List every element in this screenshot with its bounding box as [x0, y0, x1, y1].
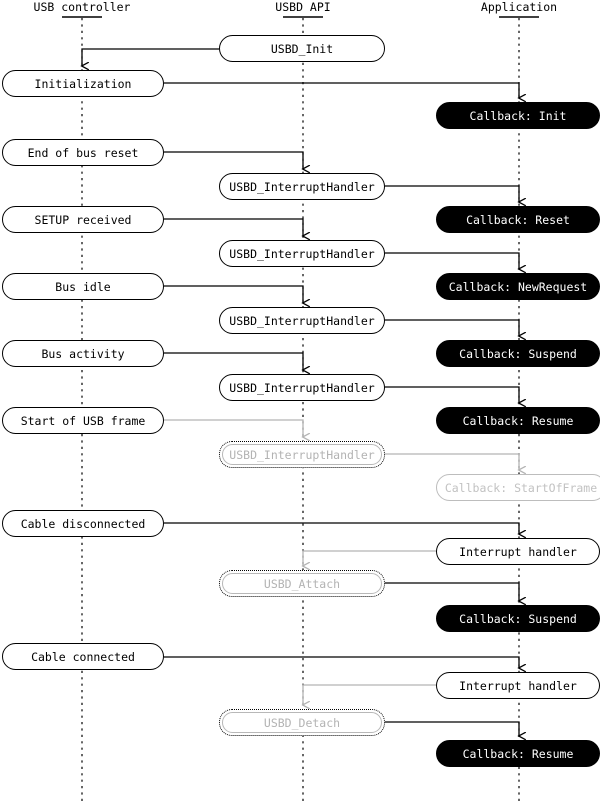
node-label: SETUP received	[34, 212, 132, 227]
node-callback-suspend-2[interactable]: Callback: Suspend	[436, 605, 600, 632]
node-usbd-interrupthandler-ghost[interactable]: USBD_InterruptHandler	[219, 441, 385, 468]
node-callback-reset[interactable]: Callback: Reset	[436, 206, 600, 233]
node-callback-newrequest[interactable]: Callback: NewRequest	[436, 273, 600, 300]
ghost-inner-outline	[222, 573, 382, 594]
lifeline-label-application: Application	[480, 0, 558, 14]
ghost-inner-outline	[222, 444, 382, 465]
node-callback-init[interactable]: Callback: Init	[436, 102, 600, 129]
node-end-of-bus-reset[interactable]: End of bus reset	[2, 139, 164, 166]
node-label: Callback: Resume	[462, 413, 574, 428]
node-label: USBD_Init	[270, 41, 334, 56]
node-label: End of bus reset	[27, 145, 139, 160]
node-label: USBD_InterruptHandler	[229, 179, 375, 194]
node-label: Callback: Reset	[466, 212, 570, 227]
node-usbd-detach[interactable]: USBD_Detach	[219, 709, 385, 736]
node-usbd-interrupthandler-4[interactable]: USBD_InterruptHandler	[219, 374, 385, 401]
node-usbd-interrupthandler-3[interactable]: USBD_InterruptHandler	[219, 307, 385, 334]
node-cable-disconnected[interactable]: Cable disconnected	[2, 510, 164, 537]
node-label: USBD_InterruptHandler	[229, 313, 375, 328]
node-label: Bus idle	[55, 279, 111, 294]
node-label: Cable connected	[31, 649, 135, 664]
node-cable-connected[interactable]: Cable connected	[2, 643, 164, 670]
node-label: Callback: NewRequest	[448, 279, 588, 294]
node-label: Cable disconnected	[20, 516, 146, 531]
node-label: Interrupt handler	[459, 544, 577, 559]
node-label: USBD_InterruptHandler	[229, 246, 375, 261]
node-usbd-init[interactable]: USBD_Init	[219, 35, 385, 62]
connectors-black	[82, 48, 519, 736]
node-label: Callback: Init	[469, 108, 567, 123]
ghost-inner-outline	[222, 712, 382, 733]
node-interrupt-handler-app-1[interactable]: Interrupt handler	[436, 538, 600, 565]
lifeline-label-usbd-api: USBD API	[275, 0, 331, 14]
node-usbd-interrupthandler-2[interactable]: USBD_InterruptHandler	[219, 240, 385, 267]
node-bus-activity[interactable]: Bus activity	[2, 340, 164, 367]
node-label: Bus activity	[41, 346, 125, 361]
node-label: USBD_Attach	[263, 576, 341, 591]
node-setup-received[interactable]: SETUP received	[2, 206, 164, 233]
node-callback-resume-1[interactable]: Callback: Resume	[436, 407, 600, 434]
node-start-of-usb-frame[interactable]: Start of USB frame	[2, 407, 164, 434]
node-label: Callback: Resume	[462, 746, 574, 761]
node-interrupt-handler-app-2[interactable]: Interrupt handler	[436, 672, 600, 699]
node-label: USBD_InterruptHandler	[229, 447, 375, 462]
node-initialization[interactable]: Initialization	[2, 70, 164, 97]
node-usbd-interrupthandler-1[interactable]: USBD_InterruptHandler	[219, 173, 385, 200]
node-label: USBD_InterruptHandler	[229, 380, 375, 395]
node-label: USBD_Detach	[263, 715, 341, 730]
node-bus-idle[interactable]: Bus idle	[2, 273, 164, 300]
node-label: Initialization	[34, 76, 132, 91]
node-callback-startofframe[interactable]: Callback: StartOfFrame	[436, 474, 600, 501]
node-callback-resume-2[interactable]: Callback: Resume	[436, 740, 600, 767]
node-label: Interrupt handler	[459, 678, 577, 693]
node-label: Start of USB frame	[20, 413, 146, 428]
node-label: Callback: StartOfFrame	[444, 480, 598, 495]
node-usbd-attach[interactable]: USBD_Attach	[219, 570, 385, 597]
connectors-gray	[164, 419, 519, 705]
node-callback-suspend-1[interactable]: Callback: Suspend	[436, 340, 600, 367]
lifeline-label-usb-controller: USB controller	[33, 0, 131, 14]
node-label: Callback: Suspend	[459, 611, 577, 626]
node-label: Callback: Suspend	[459, 346, 577, 361]
